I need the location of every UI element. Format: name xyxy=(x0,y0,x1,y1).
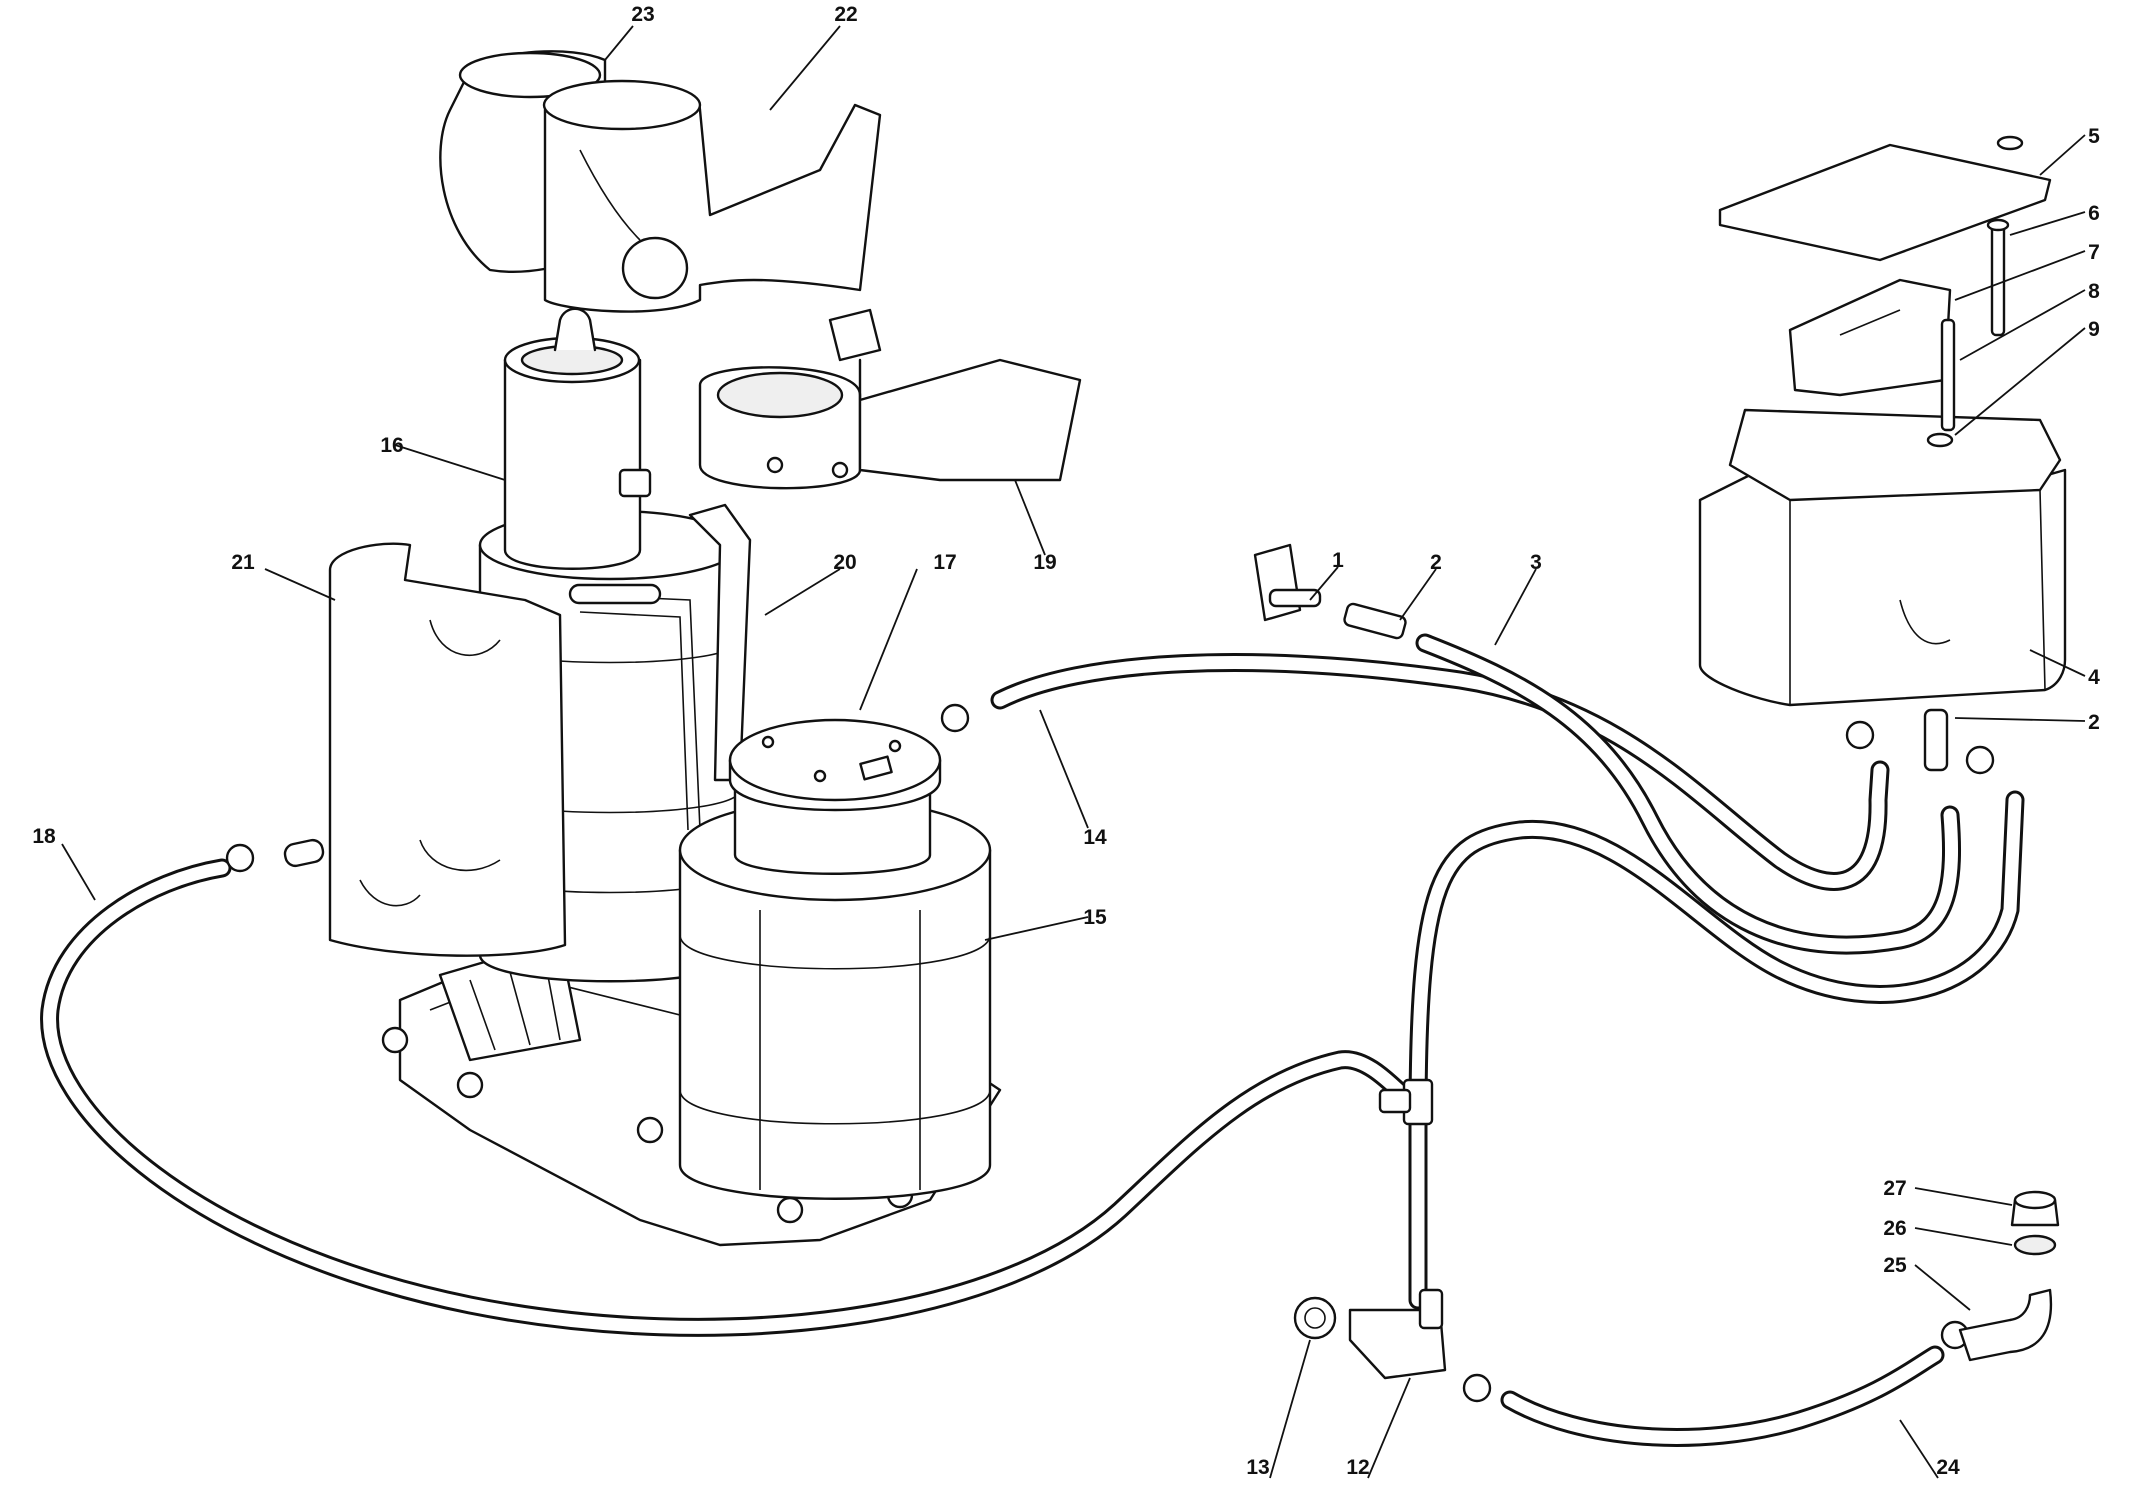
callout-18: 18 xyxy=(32,825,56,848)
hose-24 xyxy=(1500,1345,1945,1447)
short-hose-stub xyxy=(283,838,325,868)
hose-14 xyxy=(990,653,1890,891)
clamp-19 xyxy=(698,308,1082,490)
fitting-2b xyxy=(1923,708,1949,772)
callout-17: 17 xyxy=(933,551,956,574)
leader-lines xyxy=(61,25,2086,1479)
heat-shield-21 xyxy=(328,542,567,957)
canister-lid-17 xyxy=(728,718,942,812)
callout-21: 21 xyxy=(231,551,255,574)
callout-13: 13 xyxy=(1246,1456,1269,1479)
bracket-20 xyxy=(568,503,752,831)
nipple-1 xyxy=(1253,543,1322,622)
fitting-2a xyxy=(1343,602,1407,640)
callout-8: 8 xyxy=(2088,280,2100,303)
battery-4 xyxy=(1698,408,2067,707)
rod-6 xyxy=(1986,218,2010,337)
callout-9: 9 xyxy=(2088,318,2100,341)
canister-15 xyxy=(678,761,992,1200)
callout-24: 24 xyxy=(1936,1456,1960,1479)
tap-12 xyxy=(1348,1288,1447,1380)
callout-labels: 1 2 3 4 2 5 6 7 8 9 12 13 14 15 16 17 18… xyxy=(32,3,2100,1479)
rod-8 xyxy=(1940,318,1956,432)
callout-16: 16 xyxy=(380,434,403,457)
callout-27: 27 xyxy=(1883,1177,1906,1200)
plug-27 xyxy=(2010,1190,2060,1227)
callout-5: 5 xyxy=(2088,125,2100,148)
callout-6: 6 xyxy=(2088,202,2100,225)
callout-7: 7 xyxy=(2088,241,2100,264)
hose-tee-branch xyxy=(1408,790,2025,1310)
callout-26: 26 xyxy=(1883,1217,1906,1240)
elbow-25 xyxy=(1958,1288,2053,1362)
washer-9 xyxy=(1926,432,1954,448)
callout-25: 25 xyxy=(1883,1254,1907,1277)
funnel-22 xyxy=(542,79,882,313)
callout-14: 14 xyxy=(1083,826,1107,849)
hose-18 xyxy=(40,858,1425,1337)
callout-2-upper: 2 xyxy=(1430,551,1442,574)
callout-12: 12 xyxy=(1346,1456,1369,1479)
callout-22: 22 xyxy=(834,3,857,26)
callout-20: 20 xyxy=(833,551,856,574)
callout-15: 15 xyxy=(1083,906,1107,929)
callout-23: 23 xyxy=(631,3,654,26)
hose-3 xyxy=(1415,633,1961,955)
fitting-13 xyxy=(1293,1296,1337,1340)
callout-2-lower: 2 xyxy=(2088,711,2100,734)
battery-clamp-7 xyxy=(1788,278,1952,397)
callout-4: 4 xyxy=(2088,666,2100,689)
washer-26 xyxy=(2013,1234,2057,1256)
hose-tee-fitting xyxy=(1378,1078,1434,1126)
callout-19: 19 xyxy=(1033,551,1056,574)
battery-cover-5 xyxy=(1718,135,2052,262)
callout-3: 3 xyxy=(1530,551,1542,574)
callout-1: 1 xyxy=(1332,549,1344,572)
